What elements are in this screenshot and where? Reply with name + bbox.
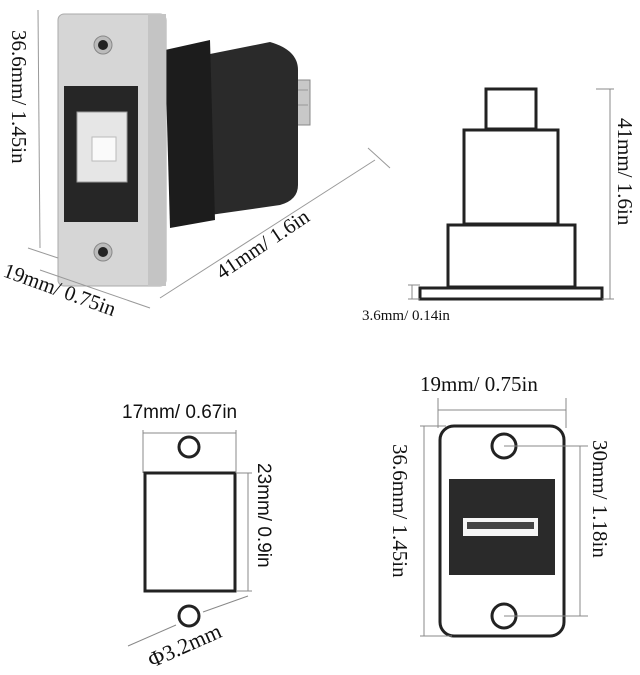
dim-line-width — [39, 269, 151, 309]
front-view-drawing — [438, 424, 566, 638]
hole-spacing-label: 30mm/ 1.18in — [588, 440, 612, 558]
connector-body-rear — [205, 42, 298, 215]
side-usb-tip — [484, 87, 538, 131]
panel-cutout-dims — [127, 430, 252, 647]
product-photo: 36.6mm/ 1.45in 19mm/ 0.75in 41mm/ 1.6in — [0, 9, 391, 321]
cutout-rectangle — [143, 471, 237, 593]
cutout-width-label: 17mm/ 0.67in — [122, 402, 237, 423]
photo-depth-label: 41mm/ 1.6in — [211, 204, 314, 284]
cutout-hole-top — [177, 435, 201, 459]
side-body-lower — [446, 223, 577, 289]
dim-line-height — [37, 9, 41, 249]
side-length-label: 41mm/ 1.6in — [613, 118, 637, 226]
panel-cutout-drawing — [143, 435, 237, 628]
side-body-upper — [462, 128, 560, 226]
front-width-label: 19mm/ 0.75in — [420, 372, 538, 396]
front-height-label: 36.6mm/ 1.45in — [388, 444, 412, 578]
side-view-drawing — [418, 87, 604, 301]
connector-body-front — [165, 40, 215, 228]
side-view-dims — [408, 88, 614, 300]
side-plate — [418, 286, 604, 301]
front-plate-outline — [438, 424, 566, 638]
front-view-dims — [420, 398, 588, 637]
dim-line-depth — [159, 159, 376, 299]
mounting-plate-edge — [148, 14, 166, 286]
cutout-height-label: 23mm/ 0.9in — [253, 463, 274, 568]
plate-thickness-label: 3.6mm/ 0.14in — [362, 308, 450, 324]
photo-height-label: 36.6mm/ 1.45in — [7, 30, 31, 164]
cutout-hole-bottom — [177, 604, 201, 628]
